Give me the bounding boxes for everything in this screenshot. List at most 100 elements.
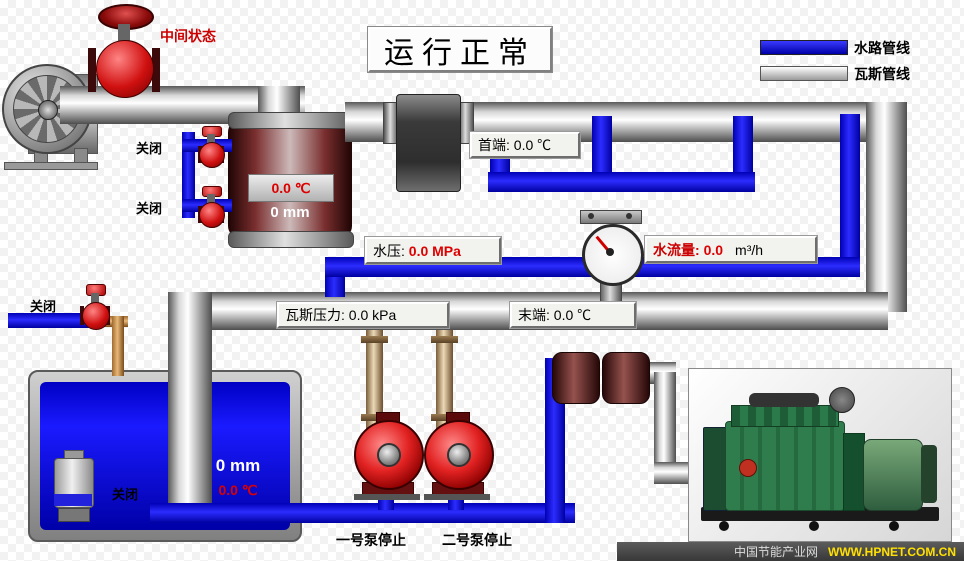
tail-end-temp-text: 末端: 0.0 ℃ [518, 307, 592, 323]
sump-pump-foot [58, 508, 90, 522]
suction1-flange-bottom [361, 414, 388, 421]
suction2-flange [431, 336, 458, 343]
valve-handwheel-icon [98, 4, 154, 30]
water-pressure-box: 水压: 0.0 MPa [365, 237, 501, 264]
legend-water-pipe-swatch [760, 40, 848, 55]
pipe-gas-pump1-suction [366, 330, 383, 432]
drain-valve-2-status-label: 关闭 [136, 201, 163, 216]
valve-body-icon [82, 302, 110, 330]
separator-tank-bottom-rim [228, 231, 354, 248]
generator-red-detail [739, 459, 757, 477]
pump-feet [354, 494, 420, 500]
water-pressure-value: 0.0 MPa [408, 242, 461, 259]
gauge-bolt-icon [588, 213, 594, 219]
pipe-gas-main-right [866, 102, 907, 312]
water-flow-value: 0.0 [703, 241, 724, 258]
sump-pump-band [54, 494, 92, 506]
pump-1-status-label: 一号泵停止 [336, 532, 406, 548]
generator-wheel-icon [809, 521, 819, 531]
drain-valve-1[interactable] [198, 126, 225, 170]
valve-stem [207, 194, 215, 203]
pump-hub-icon [447, 443, 471, 467]
valve-stem [207, 134, 215, 143]
generator-cylinder-head [731, 405, 839, 427]
valve-body-icon [96, 40, 154, 98]
legend-gas-pipe-swatch [760, 66, 848, 81]
flame-arrestor-2 [602, 352, 650, 404]
head-end-temp-box: 首端: 0.0 ℃ [470, 132, 580, 158]
pipe-gas-pump2-suction [436, 330, 453, 432]
tail-end-temp-box: 末端: 0.0 ℃ [510, 302, 636, 328]
pump-hub-icon [377, 443, 401, 467]
flame-arrestor-1 [552, 352, 600, 404]
footer-site-name: 中国节能产业网 [733, 545, 818, 559]
filter-body [396, 94, 461, 192]
main-valve-status-label: 中间状态 [160, 28, 216, 44]
pipe-water-upper [488, 172, 755, 192]
valve-flange [152, 48, 160, 92]
pipe-water-bottom [150, 503, 575, 523]
pressure-gauge [578, 206, 644, 314]
valve-body-icon [199, 142, 225, 168]
legend-gas-pipe-label: 瓦斯管线 [854, 66, 910, 82]
gauge-bolt-icon [626, 213, 632, 219]
water-pressure-label: 水压: [373, 242, 405, 259]
generator-coupling [843, 433, 865, 511]
pipe-gas-to-generator-drop [654, 372, 676, 482]
system-status-text: 运行正常 [384, 36, 536, 70]
head-end-temp-text: 首端: 0.0 ℃ [478, 137, 552, 153]
gas-filter[interactable] [383, 94, 474, 192]
generator-wheel-icon [889, 521, 899, 531]
generator-radiator [703, 427, 727, 511]
valve-body-icon [199, 202, 225, 228]
generator-exhaust [749, 393, 819, 407]
drain-valve-2[interactable] [198, 186, 225, 230]
sump-level-value: 0 mm [215, 456, 261, 475]
generator-alternator [863, 439, 923, 511]
suction1-flange [361, 336, 388, 343]
gauge-hub-icon [606, 248, 614, 256]
separator-temp-value: 0.0 ℃ [271, 179, 311, 196]
generator-photo [688, 368, 952, 542]
system-status-title: 运行正常 [368, 27, 552, 72]
fan-hub-icon [38, 100, 58, 120]
fan-icon [2, 64, 92, 154]
generator-turbo-icon [829, 387, 855, 413]
generator-alternator-cap [921, 445, 937, 503]
generator-wheel-icon [719, 521, 729, 531]
valve-flange [88, 48, 96, 92]
gas-pressure-text: 瓦斯压力: 0.0 kPa [285, 307, 397, 323]
sump-temp-value: 0.0 ℃ [218, 482, 258, 498]
pipe-water-supply-left [8, 313, 96, 328]
separator-tank[interactable]: 0.0 ℃ 0 mm [228, 112, 354, 248]
gauge-dial-icon [582, 224, 644, 286]
sump-pump-status-label: 关闭 [112, 487, 139, 502]
footer-site-url[interactable]: WWW.HPNET.COM.CN [828, 544, 956, 559]
water-flow-unit: m³/h [735, 241, 764, 258]
legend-water-pipe-label: 水路管线 [854, 40, 910, 56]
blower-fan[interactable] [0, 60, 100, 172]
vacuum-pump-1[interactable] [350, 410, 424, 502]
gas-pressure-box: 瓦斯压力: 0.0 kPa [277, 302, 449, 328]
main-gas-valve[interactable] [88, 4, 160, 98]
supply-valve[interactable] [80, 284, 110, 332]
sump-pump[interactable] [50, 450, 96, 522]
suction2-flange-bottom [431, 414, 458, 421]
separator-readout-window: 0.0 ℃ [248, 174, 334, 202]
supply-valve-status-label: 关闭 [30, 299, 57, 314]
vacuum-pump-2[interactable] [420, 410, 494, 502]
water-flow-label: 水流量: [653, 241, 700, 258]
pipe-water-drain-column [182, 132, 195, 218]
pump-2-status-label: 二号泵停止 [442, 532, 512, 548]
pipe-water-riser-right [840, 114, 860, 277]
blower-base [4, 162, 98, 170]
drain-valve-1-status-label: 关闭 [136, 141, 163, 156]
pipe-copper-vertical [112, 316, 124, 376]
water-flow-box: 水流量: 0.0 m³/h [645, 236, 817, 263]
footer-bar: 中国节能产业网 WWW.HPNET.COM.CN [617, 542, 964, 561]
pipe-gas-sump-drop [168, 292, 212, 522]
separator-level-value: 0 mm [270, 204, 310, 221]
separator-tank-top-rim [228, 112, 354, 129]
valve-stem [91, 293, 99, 303]
